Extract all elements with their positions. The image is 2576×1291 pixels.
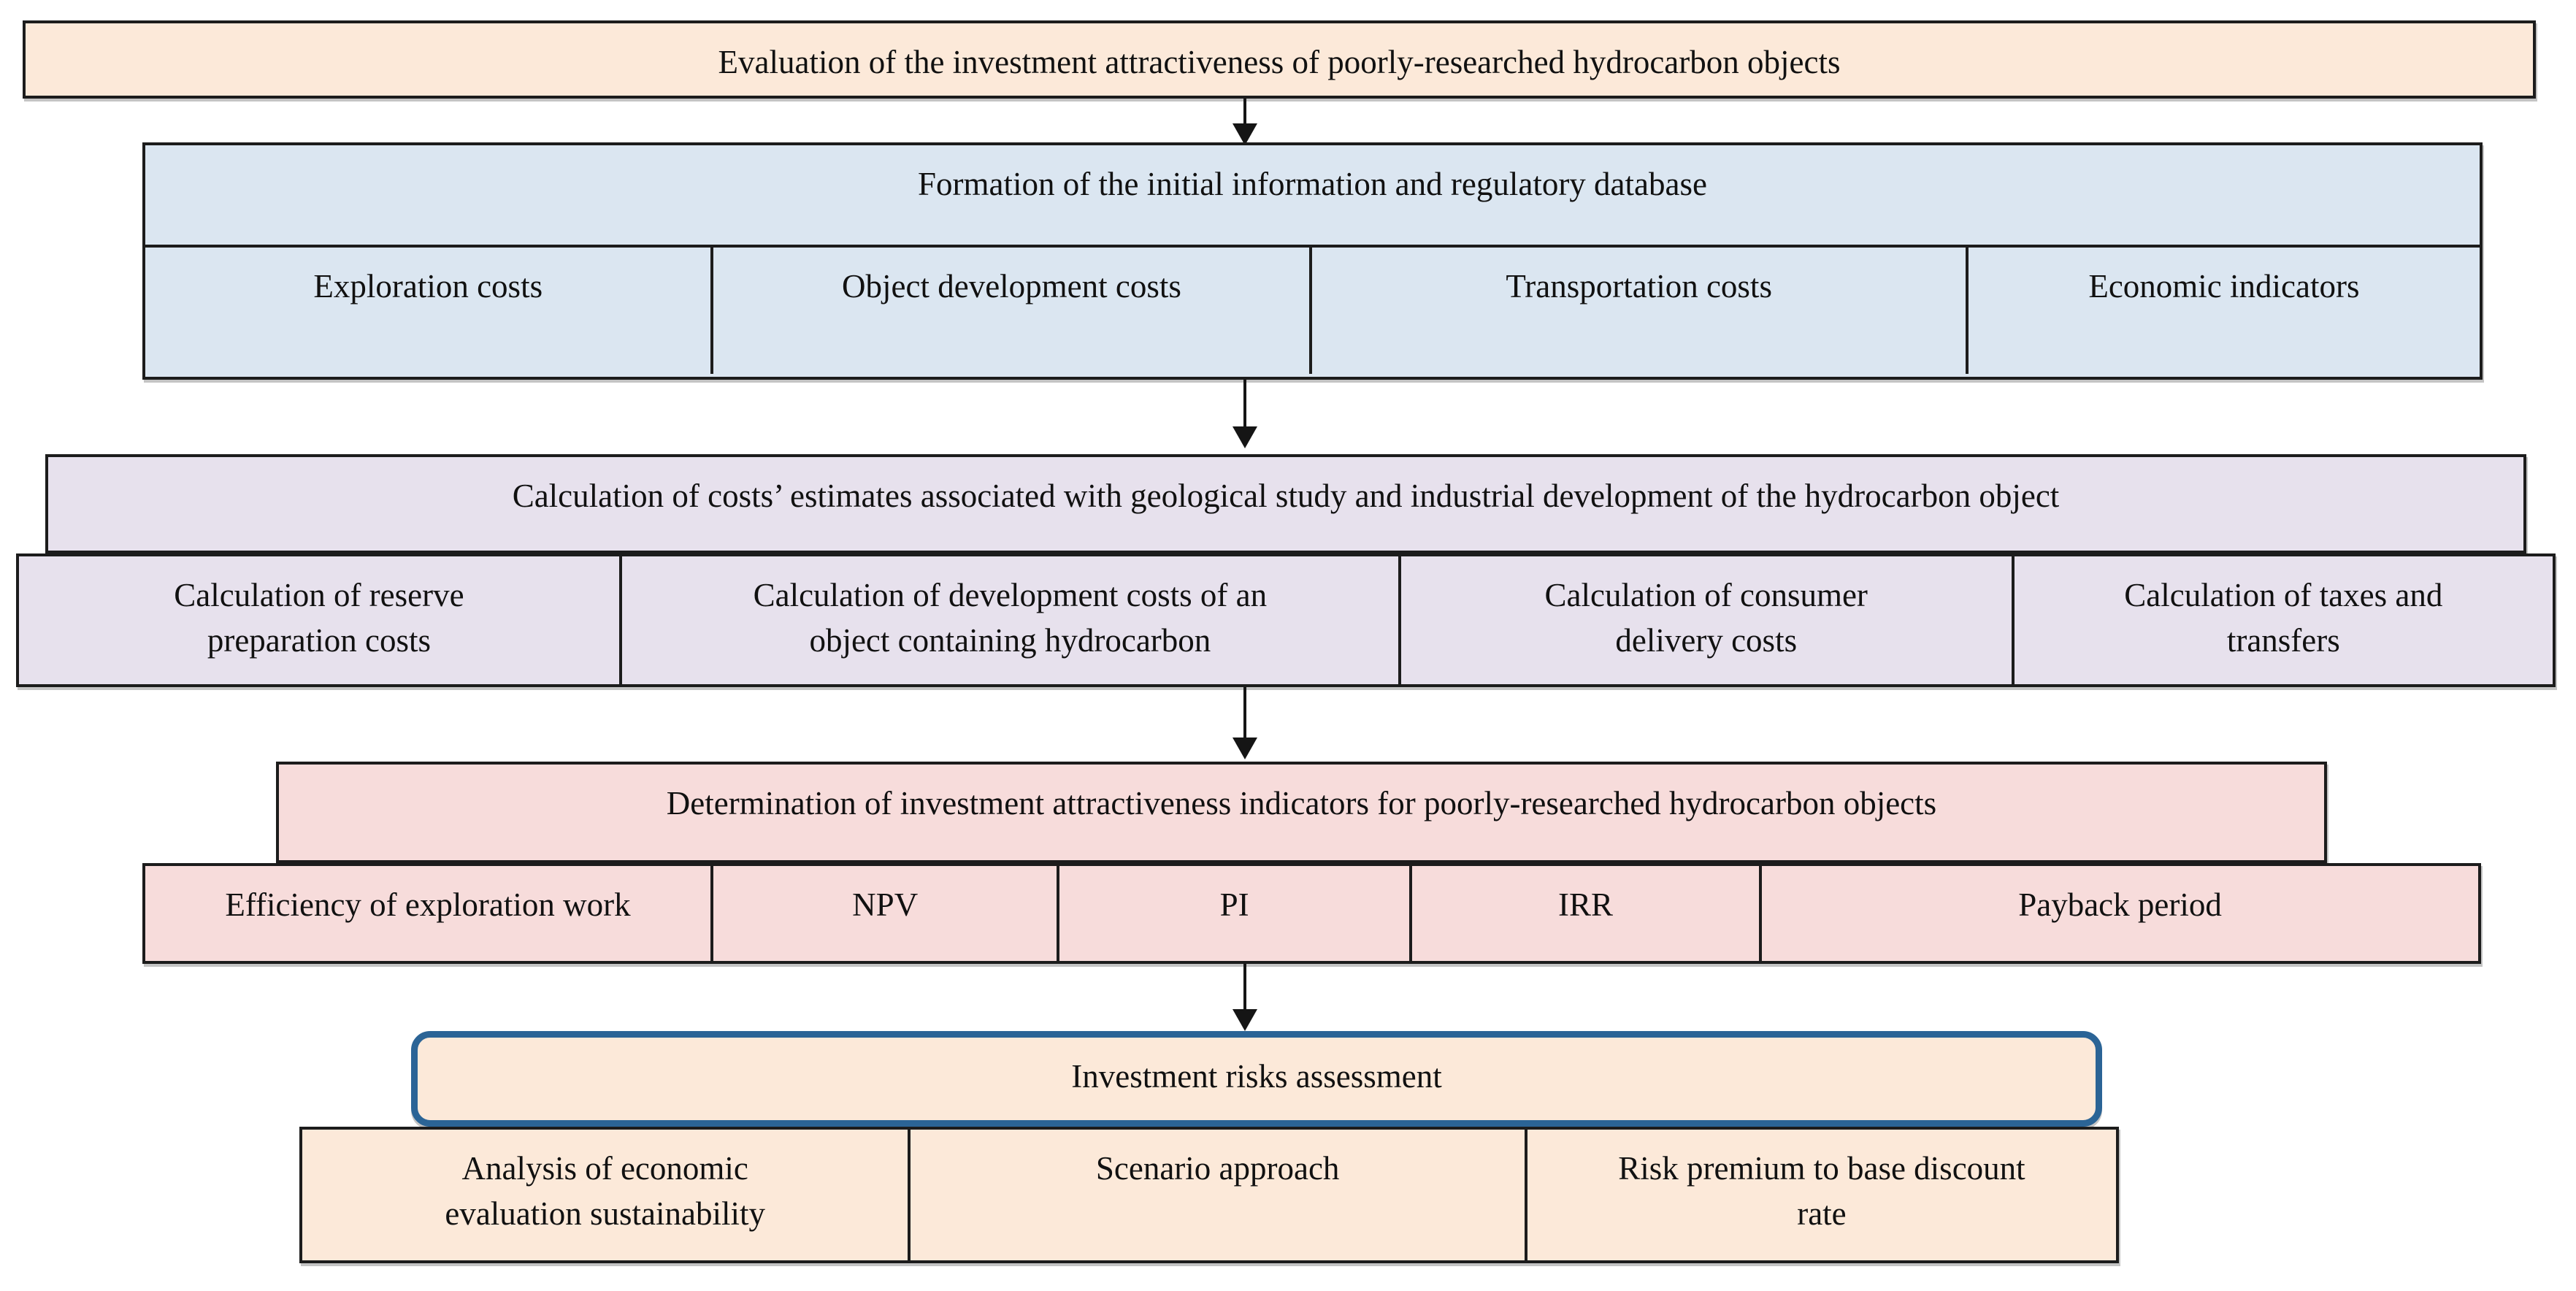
cell-irr: IRR — [1412, 866, 1763, 961]
cell-text: Calculation of consumer delivery costs — [1544, 577, 1868, 659]
title-banner-text: Evaluation of the investment attractiven… — [718, 44, 1841, 80]
cell-risk-premium: Risk premium to base discount rate — [1527, 1130, 2116, 1260]
section-header-text: Calculation of costs’ estimates associat… — [512, 478, 2060, 514]
cell-text: Economic indicators — [2088, 268, 2360, 304]
cell-exploration-costs: Exploration costs — [145, 248, 714, 374]
cell-text: Transportation costs — [1506, 268, 1772, 304]
cell-text: Exploration costs — [313, 268, 543, 304]
cell-consumer-delivery-costs: Calculation of consumer delivery costs — [1401, 556, 2015, 684]
cell-text: IRR — [1557, 886, 1613, 923]
cell-economic-indicators: Economic indicators — [1969, 248, 2480, 374]
section-initial-database-header: Formation of the initial information and… — [145, 145, 2480, 248]
cell-npv: NPV — [713, 866, 1060, 961]
cell-development-costs: Calculation of development costs of an o… — [622, 556, 1401, 684]
cell-text: Calculation of development costs of an o… — [753, 577, 1268, 659]
cell-payback-period: Payback period — [1762, 866, 2478, 961]
cell-text: Scenario approach — [1095, 1150, 1340, 1187]
cell-efficiency-exploration-work: Efficiency of exploration work — [145, 866, 713, 961]
cell-taxes-and-transfers: Calculation of taxes and transfers — [2015, 556, 2553, 684]
cell-text: Payback period — [2018, 886, 2222, 923]
section-cost-estimates-header: Calculation of costs’ estimates associat… — [45, 454, 2526, 553]
cell-text: PI — [1219, 886, 1249, 923]
section-indicators-header: Determination of investment attractivene… — [276, 762, 2327, 863]
section-header-text: Formation of the initial information and… — [918, 166, 1707, 202]
cell-text: Calculation of reserve preparation costs — [174, 577, 464, 659]
cell-economic-evaluation-sustainability: Analysis of economic evaluation sustaina… — [302, 1130, 911, 1260]
section-indicators-cells: Efficiency of exploration work NPV PI IR… — [142, 863, 2481, 964]
section-risk-assessment-cells: Analysis of economic evaluation sustaina… — [299, 1127, 2119, 1263]
cell-pi: PI — [1059, 866, 1412, 961]
cell-reserve-preparation-costs: Calculation of reserve preparation costs — [19, 556, 622, 684]
section-initial-database: Formation of the initial information and… — [142, 142, 2483, 380]
cell-text: Efficiency of exploration work — [225, 886, 631, 923]
section-header-text: Investment risks assessment — [1071, 1058, 1442, 1095]
cell-transportation-costs: Transportation costs — [1312, 248, 1969, 374]
cell-text: Object development costs — [842, 268, 1181, 304]
section-cost-estimates-cells: Calculation of reserve preparation costs… — [16, 553, 2556, 687]
cell-text: Analysis of economic evaluation sustaina… — [445, 1150, 766, 1232]
cell-text: Calculation of taxes and transfers — [2124, 577, 2443, 659]
cell-text: NPV — [852, 886, 919, 923]
title-banner: Evaluation of the investment attractiven… — [23, 20, 2536, 99]
section-risk-assessment-header: Investment risks assessment — [411, 1031, 2102, 1127]
section-header-text: Determination of investment attractivene… — [666, 785, 1937, 821]
cell-object-development-costs: Object development costs — [713, 248, 1313, 374]
cell-scenario-approach: Scenario approach — [911, 1130, 1527, 1260]
cell-text: Risk premium to base discount rate — [1618, 1150, 2025, 1232]
